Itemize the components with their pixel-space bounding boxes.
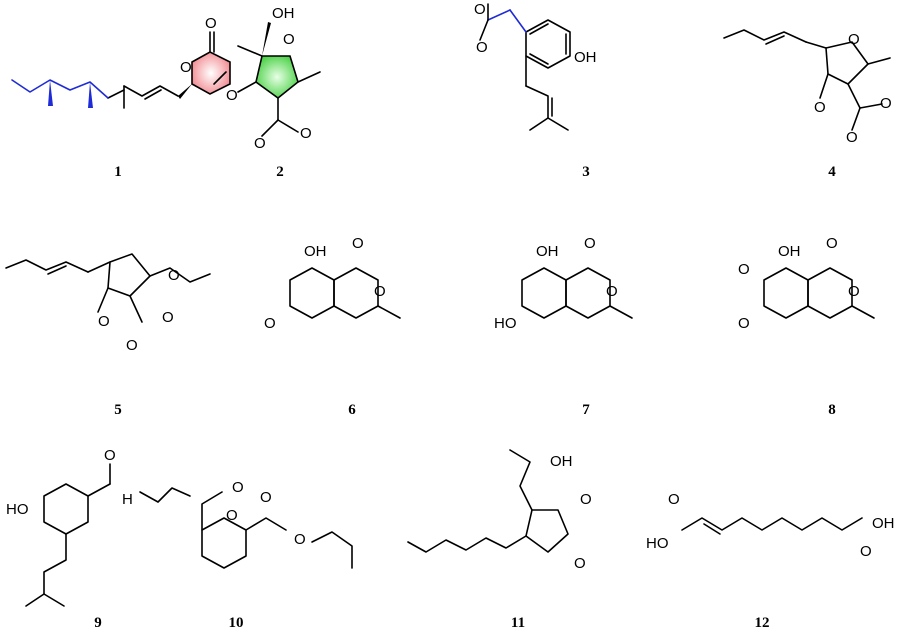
compound-label-2: 2 — [276, 164, 284, 180]
compound-label-9: 9 — [94, 615, 102, 631]
compound-12-oh: OH — [872, 515, 895, 532]
compound-11-carbonyl-o: O — [580, 491, 592, 508]
compound-label-7: 7 — [582, 402, 590, 418]
compound-2-keto-o: O — [226, 87, 238, 104]
compound-4-ester-o1: O — [880, 95, 892, 112]
compound-8-structure: OH O O O O — [738, 235, 875, 332]
compound-1-ring-o: O — [180, 59, 192, 76]
compound-3-oh: OH — [574, 49, 597, 66]
compound-5-ring-o: O — [168, 267, 180, 284]
compound-10-ester-o2: O — [294, 531, 306, 548]
compound-5-ester-o1: O — [162, 309, 174, 326]
compound-2-ring-o: O — [283, 31, 295, 48]
compound-8-methoxy-o1: O — [738, 261, 750, 278]
compound-3-structure: OH O O — [474, 1, 597, 131]
compound-7-carbonyl-o: O — [584, 235, 596, 252]
compound-4-keto-o: O — [814, 99, 826, 116]
compound-1-carbonyl-o: O — [205, 15, 217, 32]
compound-10-carbonyl-o2: O — [260, 489, 272, 506]
compound-6-carbonyl-o: O — [352, 235, 364, 252]
compound-12-ho: HO — [646, 535, 669, 552]
compound-5-keto-o: O — [98, 313, 110, 330]
compound-9-ho: HO — [6, 501, 29, 518]
compound-label-1: 1 — [114, 164, 122, 180]
compound-3-carbonyl-o: O — [474, 1, 486, 18]
compound-12-structure: O HO O OH — [646, 491, 895, 560]
compound-8-oh: OH — [778, 243, 801, 260]
compound-8-carbonyl-o: O — [826, 235, 838, 252]
compound-6-oh: OH — [304, 243, 327, 260]
compound-7-ho: HO — [494, 315, 517, 332]
compound-2-ester-o2: O — [254, 135, 266, 152]
compound-label-3: 3 — [582, 164, 590, 180]
compound-9-aldehyde-o: O — [104, 447, 116, 464]
compound-9-aldehyde-h: H — [122, 491, 133, 508]
compound-4-structure: O O O O — [723, 29, 892, 146]
compound-8-methoxy-o2: O — [738, 315, 750, 332]
compound-6-ring-o: O — [374, 283, 386, 300]
compound-7-oh: OH — [536, 243, 559, 260]
compound-4-ring-o: O — [848, 31, 860, 48]
compound-3-ester-o: O — [476, 39, 488, 56]
compound-4-ester-o2: O — [846, 129, 858, 146]
compound-2-structure: O OH O O O — [226, 5, 321, 152]
compound-2-ester-o1: O — [300, 125, 312, 142]
compound-10-ester-o1: O — [226, 507, 238, 524]
compound-9-structure: O H HO — [6, 447, 133, 607]
compound-label-11: 11 — [511, 615, 525, 631]
compound-12-carbonyl-o2: O — [860, 543, 872, 560]
compound-6-structure: OH O O O — [264, 235, 401, 332]
compound-label-6: 6 — [348, 402, 356, 418]
compound-8-ring-o: O — [848, 283, 860, 300]
compound-2-oh: OH — [272, 5, 295, 22]
compound-7-ring-o: O — [606, 283, 618, 300]
compound-12-carbonyl-o1: O — [668, 491, 680, 508]
compound-10-structure: O O O O — [139, 479, 353, 569]
compound-6-methoxy-o: O — [264, 315, 276, 332]
compound-5-ester-o2: O — [126, 337, 138, 354]
compound-label-4: 4 — [828, 164, 836, 180]
compound-10-carbonyl-o1: O — [232, 479, 244, 496]
compound-label-8: 8 — [828, 402, 836, 418]
compound-1-structure: O O — [11, 15, 231, 109]
compound-label-10: 10 — [229, 615, 244, 631]
compound-11-ring-o: O — [574, 555, 586, 572]
compound-5-structure: O O O O — [5, 253, 211, 354]
compound-7-structure: OH O O HO — [494, 235, 633, 332]
compound-11-oh: OH — [550, 453, 573, 470]
compound-11-structure: OH O O — [407, 449, 592, 572]
compound-label-5: 5 — [114, 402, 122, 418]
compound-label-12: 12 — [755, 615, 770, 631]
